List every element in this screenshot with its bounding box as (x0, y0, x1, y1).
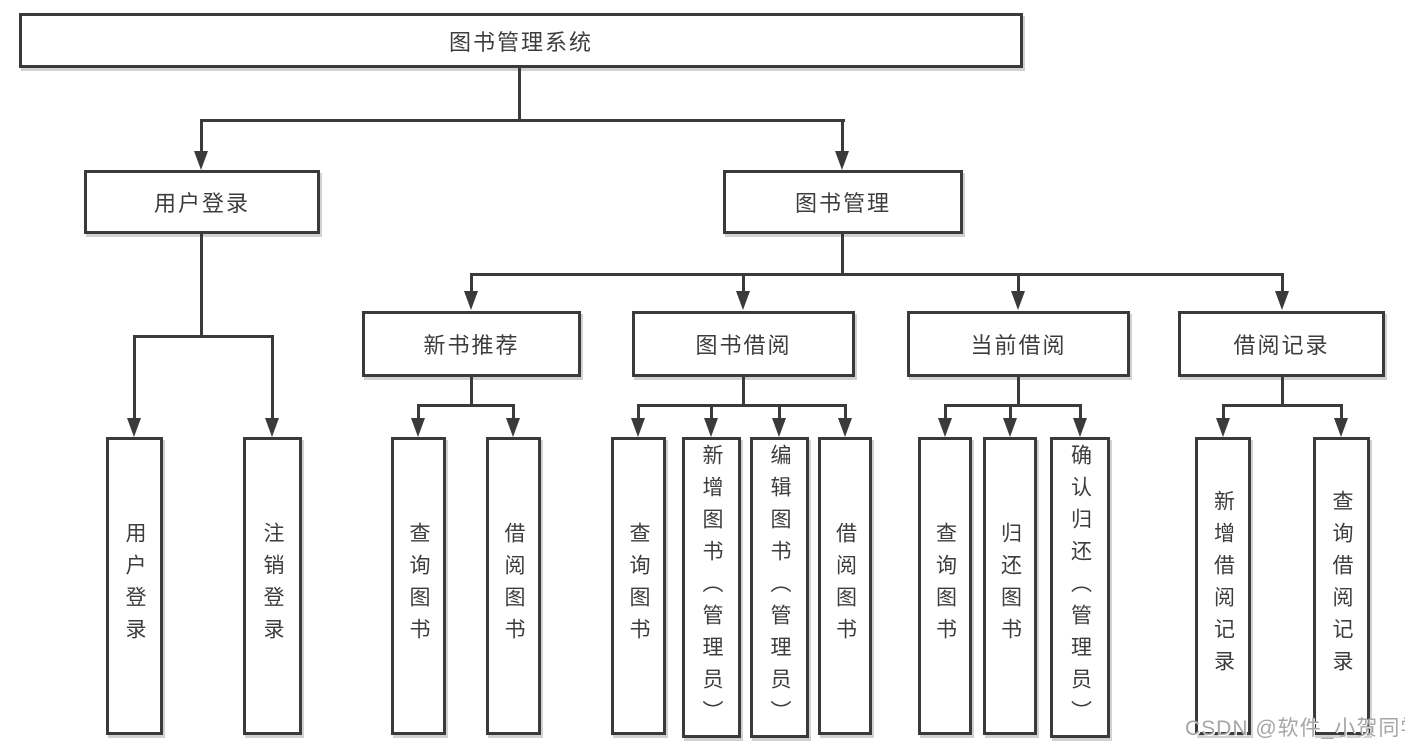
connector-line (470, 273, 1284, 276)
connector-line (1222, 404, 1343, 407)
connector-line (200, 119, 845, 122)
arrow-down-icon (772, 418, 786, 437)
connector-line (1222, 404, 1225, 420)
leaf-label: 查询图书 (933, 522, 957, 650)
connector-line (417, 404, 420, 420)
connector-line (133, 335, 274, 338)
connector-line (133, 335, 136, 420)
arrow-down-icon (464, 291, 478, 310)
arrow-down-icon (736, 291, 750, 310)
node-current-borrowing: 当前借阅 (907, 311, 1130, 377)
connector-line (470, 377, 473, 406)
leaf-label: 注销登录 (261, 522, 284, 650)
connector-line (637, 404, 847, 407)
connector-line (518, 68, 521, 121)
connector-line (944, 404, 947, 420)
connector-line (1017, 377, 1020, 406)
connector-line (841, 119, 844, 153)
connector-line (1281, 273, 1284, 293)
leaf-label: 查询图书 (627, 522, 650, 650)
connector-line (742, 377, 745, 406)
arrow-down-icon (1073, 418, 1087, 437)
node-leaf-logout: 注销登录 (243, 437, 302, 735)
node-book-management: 图书管理 (723, 170, 963, 234)
connector-line (778, 404, 781, 420)
connector-line (470, 273, 473, 293)
arrow-down-icon (1275, 291, 1289, 310)
node-leaf-user-login: 用户登录 (106, 437, 163, 735)
watermark: CSDN @软件_小贺同学 (1185, 717, 1405, 740)
node-leaf-query-borrow-record: 查询借阅记录 (1313, 437, 1370, 735)
connector-line (512, 404, 515, 420)
connector-line (1340, 404, 1343, 420)
arrow-down-icon (1334, 418, 1348, 437)
connector-line (710, 404, 713, 420)
leaf-label: 新增借阅记录 (1211, 490, 1235, 682)
node-leaf-edit-books-admin: 编辑图书（管理员） (750, 437, 809, 738)
node-leaf-borrow-books: 借阅图书 (818, 437, 872, 735)
node-borrowing-records: 借阅记录 (1178, 311, 1385, 377)
arrow-down-icon (411, 418, 425, 437)
node-leaf-query-books-current: 查询图书 (918, 437, 972, 735)
node-leaf-query-books-new: 查询图书 (391, 437, 446, 735)
node-leaf-query-books-borrow: 查询图书 (611, 437, 666, 735)
arrow-down-icon (127, 418, 141, 437)
node-leaf-confirm-return-admin: 确认归还（管理员） (1050, 437, 1110, 738)
arrow-down-icon (1003, 418, 1017, 437)
arrow-down-icon (194, 151, 208, 170)
leaf-label: 编辑图书（管理员） (768, 443, 791, 732)
arrow-down-icon (835, 151, 849, 170)
node-leaf-return-books: 归还图书 (983, 437, 1037, 735)
connector-line (1017, 273, 1020, 293)
connector-line (742, 273, 745, 293)
arrow-down-icon (938, 418, 952, 437)
arrow-down-icon (1011, 291, 1025, 310)
leaf-label: 用户登录 (123, 522, 146, 650)
arrow-down-icon (631, 418, 645, 437)
leaf-label: 查询借阅记录 (1330, 490, 1353, 682)
leaf-label: 借阅图书 (502, 522, 525, 650)
connector-line (1009, 404, 1012, 420)
node-library-management-system: 图书管理系统 (19, 13, 1023, 68)
node-new-book-recommendation: 新书推荐 (362, 311, 581, 377)
arrow-down-icon (1216, 418, 1230, 437)
arrow-down-icon (838, 418, 852, 437)
node-leaf-borrow-books-new: 借阅图书 (486, 437, 541, 735)
connector-line (271, 335, 274, 420)
connector-line (841, 234, 844, 276)
leaf-label: 新增图书（管理员） (700, 443, 723, 732)
node-leaf-add-books-admin: 新增图书（管理员） (682, 437, 741, 738)
connector-line (944, 404, 1082, 407)
leaf-label: 归还图书 (998, 522, 1022, 650)
arrow-down-icon (265, 418, 279, 437)
leaf-label: 确认归还（管理员） (1068, 443, 1092, 732)
arrow-down-icon (506, 418, 520, 437)
node-leaf-add-borrow-record: 新增借阅记录 (1195, 437, 1251, 735)
connector-line (844, 404, 847, 420)
connector-line (417, 404, 515, 407)
node-book-borrowing: 图书借阅 (632, 311, 855, 377)
connector-line (637, 404, 640, 420)
connector-line (200, 119, 203, 153)
arrow-down-icon (704, 418, 718, 437)
connector-line (1281, 377, 1284, 406)
node-user-login: 用户登录 (84, 170, 320, 234)
connector-line (1079, 404, 1082, 420)
leaf-label: 借阅图书 (833, 522, 857, 650)
connector-line (200, 234, 203, 337)
leaf-label: 查询图书 (407, 522, 430, 650)
